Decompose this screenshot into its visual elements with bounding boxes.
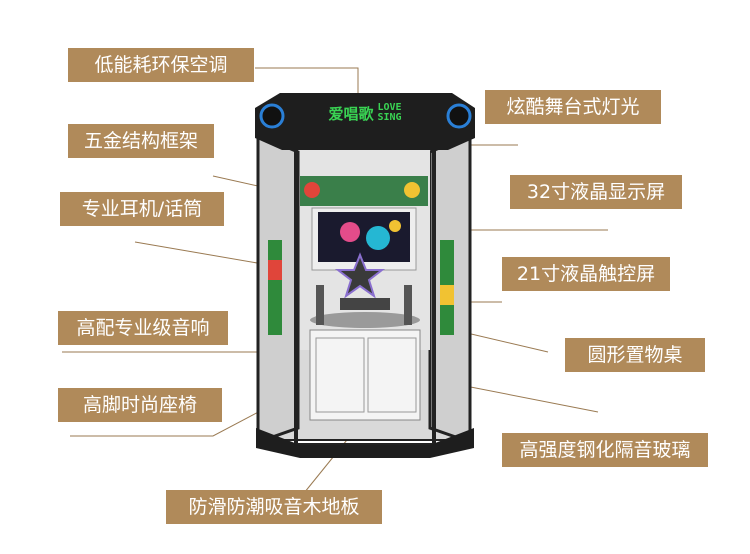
booth-logo-en-1: LOVE (377, 102, 402, 113)
label-headset: 专业耳机/话筒 (60, 192, 224, 226)
booth-body (255, 93, 475, 458)
label-lcd32: 32寸液晶显示屏 (510, 175, 682, 209)
lcd32-screen (318, 212, 410, 262)
label-ac: 低能耗环保空调 (68, 48, 254, 82)
right-speaker-icon (446, 103, 472, 129)
line-ac (255, 67, 359, 95)
label-lights: 炫酷舞台式灯光 (485, 90, 661, 124)
left-speaker-icon (259, 103, 285, 129)
booth-logo-en-2: SING (377, 112, 402, 123)
booth-logo-cn: 爱唱歌 (328, 104, 374, 123)
label-audio: 高配专业级音响 (58, 311, 228, 345)
booth-logo: 爱唱歌 LOVE SING (300, 98, 430, 128)
label-stool: 高脚时尚座椅 (58, 388, 222, 422)
line-floor (299, 429, 356, 499)
label-frame: 五金结构框架 (68, 124, 214, 158)
label-glass: 高强度钢化隔音玻璃 (502, 433, 708, 467)
label-lcd21: 21寸液晶触控屏 (502, 257, 670, 291)
label-floor: 防滑防潮吸音木地板 (166, 490, 382, 524)
label-table: 圆形置物桌 (565, 338, 705, 372)
